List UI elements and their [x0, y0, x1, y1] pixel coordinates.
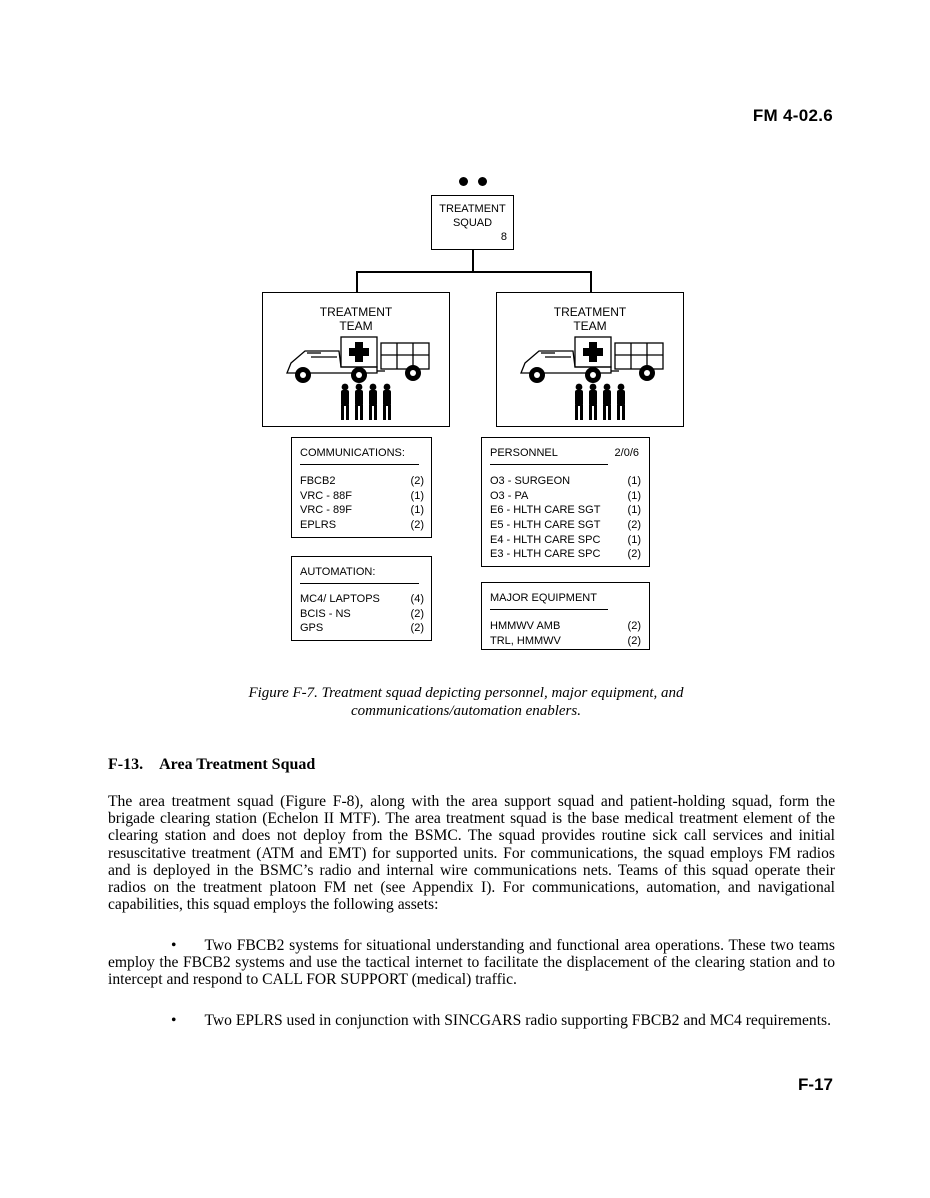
- connector-horizontal: [356, 271, 591, 273]
- section-title: Area Treatment Squad: [159, 756, 316, 773]
- team-label-line1: TREATMENT: [319, 305, 393, 319]
- personnel-heading: PERSONNEL: [490, 447, 558, 459]
- personnel-total: 2/0/6: [614, 447, 639, 459]
- major-equipment-heading: MAJOR EQUIPMENT: [490, 592, 597, 604]
- team-label-line2: TEAM: [573, 319, 607, 333]
- bullet-glyph: •: [171, 937, 177, 954]
- bullet-text: Two EPLRS used in conjunction with SINCG…: [204, 1012, 832, 1029]
- bullet-glyph: •: [171, 1012, 177, 1029]
- unit-size-dots: [459, 177, 489, 187]
- squad-label-line2: SQUAD: [452, 217, 493, 229]
- squad-label-line1: TREATMENT: [439, 203, 506, 215]
- ambulance-and-soldiers-illustration: [520, 336, 664, 420]
- bullet-text: Two FBCB2 systems for situational unders…: [108, 937, 835, 989]
- list-item: E6 - HLTH CARE SGT(1): [490, 504, 641, 517]
- treatment-squad-box: TREATMENT SQUAD 8: [431, 195, 514, 250]
- list-item: HMMWV AMB(2): [490, 620, 641, 632]
- list-item: O3 - PA(1): [490, 489, 641, 502]
- list-item: VRC - 88F(1): [300, 489, 424, 502]
- heading-rule: [490, 609, 608, 610]
- heading-rule: [300, 464, 419, 465]
- document-code: FM 4-02.6: [752, 106, 833, 125]
- connector-right-drop: [590, 271, 592, 292]
- list-item: E3 - HLTH CARE SPC(2): [490, 548, 641, 561]
- section-heading: F-13. Area Treatment Squad: [108, 756, 315, 774]
- communications-heading: COMMUNICATIONS:: [300, 447, 405, 459]
- automation-heading: AUTOMATION:: [300, 566, 376, 578]
- personnel-box: PERSONNEL 2/0/6 O3 - SURGEON(1) O3 - PA(…: [481, 437, 650, 567]
- connector-left-drop: [356, 271, 358, 292]
- page-number: F-17: [798, 1075, 833, 1094]
- list-item: FBCB2(2): [300, 475, 424, 487]
- major-equipment-box: MAJOR EQUIPMENT HMMWV AMB(2) TRL, HMMWV(…: [481, 582, 650, 650]
- team-label-line1: TREATMENT: [553, 305, 627, 319]
- caption-line-1: Figure F-7. Treatment squad depicting pe…: [248, 685, 684, 701]
- heading-rule: [490, 464, 608, 465]
- treatment-team-box-left: TREATMENT TEAM: [262, 292, 450, 427]
- heading-rule: [300, 583, 419, 584]
- list-item: GPS(2): [300, 622, 424, 635]
- list-item: TRL, HMMWV(2): [490, 634, 641, 647]
- list-item: EPLRS(2): [300, 519, 424, 532]
- treatment-team-box-right: TREATMENT TEAM: [496, 292, 684, 427]
- team-label-line2: TEAM: [339, 319, 373, 333]
- list-item: VRC - 89F(1): [300, 504, 424, 517]
- list-item: E4 - HLTH CARE SPC(1): [490, 533, 641, 546]
- connector-vertical-top: [472, 250, 474, 272]
- list-item: O3 - SURGEON(1): [490, 475, 641, 487]
- squad-count: 8: [500, 231, 507, 243]
- list-item: BCIS - NS(2): [300, 607, 424, 620]
- caption-line-2: communications/automation enablers.: [351, 703, 581, 719]
- ambulance-and-soldiers-illustration: [286, 336, 430, 420]
- bullet-item: • Two EPLRS used in conjunction with SINC…: [108, 1012, 835, 1029]
- body-paragraph: The area treatment squad (Figure F-8), a…: [108, 793, 835, 914]
- list-item: MC4/ LAPTOPS(4): [300, 593, 424, 605]
- bullet-item: •Two FBCB2 systems for situational under…: [108, 937, 835, 989]
- automation-box: AUTOMATION: MC4/ LAPTOPS(4) BCIS - NS(2)…: [291, 556, 432, 641]
- section-number: F-13.: [108, 756, 144, 773]
- communications-box: COMMUNICATIONS: FBCB2(2) VRC - 88F(1) VR…: [291, 437, 432, 538]
- figure-caption: Figure F-7. Treatment squad depicting pe…: [150, 684, 782, 720]
- list-item: E5 - HLTH CARE SGT(2): [490, 519, 641, 532]
